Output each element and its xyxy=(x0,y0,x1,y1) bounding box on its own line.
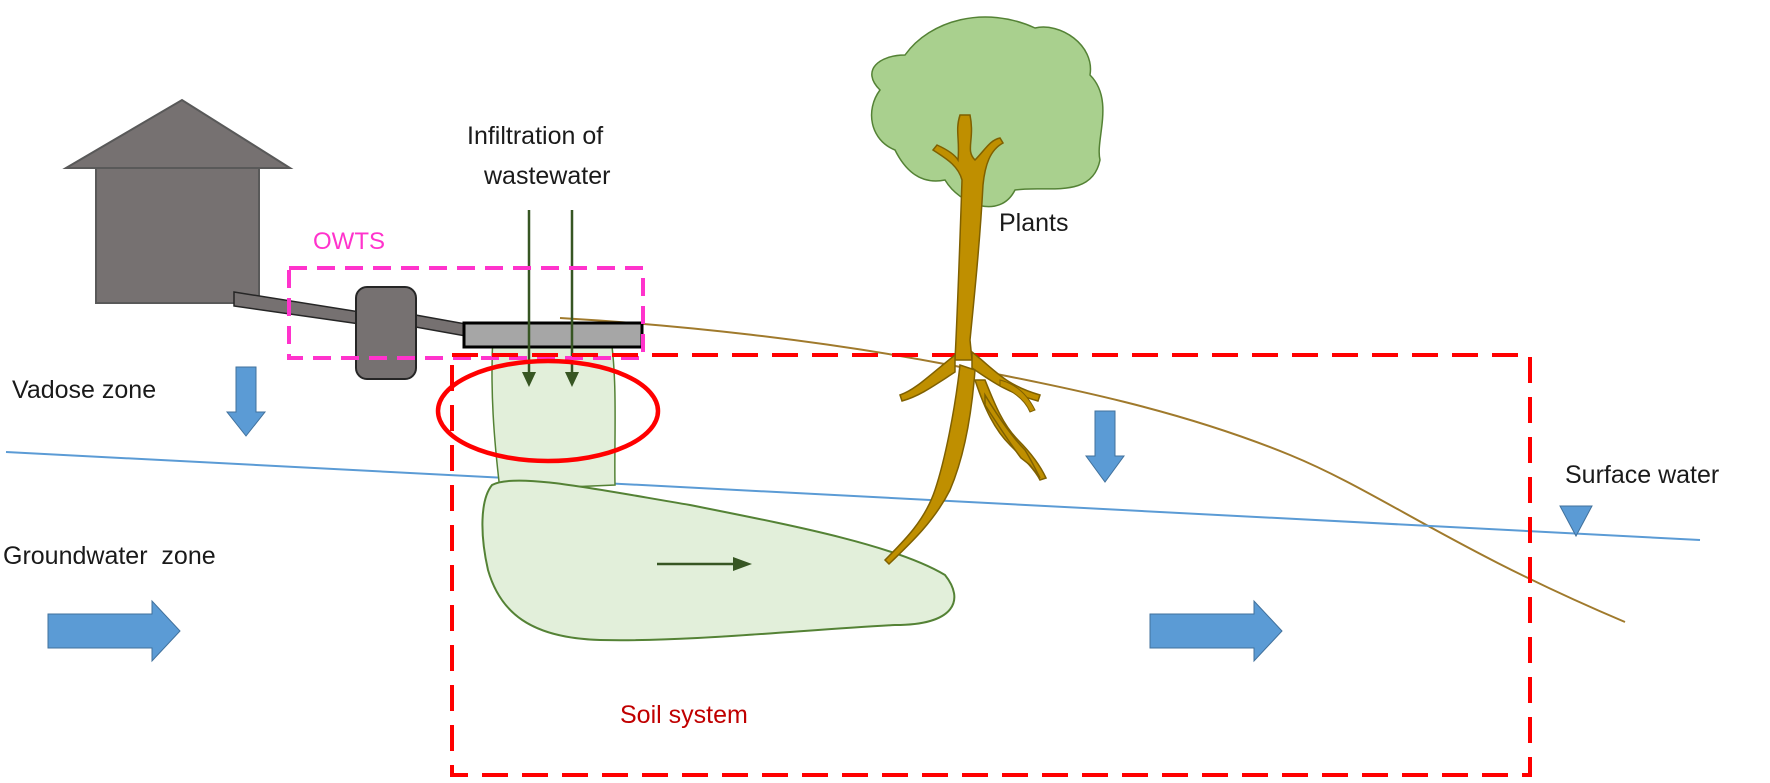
tree-canopy xyxy=(870,16,1104,208)
septic-tank xyxy=(355,286,417,380)
surface-water-marker-icon xyxy=(1559,505,1593,538)
vadose-down-arrow xyxy=(225,366,267,437)
groundwater-flow-arrow-right xyxy=(1149,599,1283,663)
contaminant-plume xyxy=(481,479,956,642)
soil-system-label: Soil system xyxy=(620,701,748,729)
vadose-down-arrow-right xyxy=(1085,410,1125,483)
soil-system-boundary-box xyxy=(450,353,1532,777)
vadose-zone-label: Vadose zone xyxy=(12,376,156,404)
plants-label: Plants xyxy=(999,209,1068,237)
infiltration-highlight-ellipse xyxy=(435,358,661,464)
plume-flow-arrow xyxy=(657,557,752,571)
tree-fine-root xyxy=(999,379,1036,413)
infiltration-arrows xyxy=(522,210,579,387)
groundwater-flow-arrow-left xyxy=(47,599,181,663)
tree-roots xyxy=(883,350,1048,566)
surface-water-label: Surface water xyxy=(1565,461,1719,489)
tree-trunk xyxy=(931,114,1005,361)
owts-label: OWTS xyxy=(313,228,385,255)
water-table-line xyxy=(5,451,1701,541)
infiltration-label-line1: Infiltration of xyxy=(467,122,603,150)
owts-boundary-box xyxy=(287,266,645,360)
drain-field xyxy=(462,321,644,349)
house-icon xyxy=(62,98,294,304)
sewer-pipe xyxy=(233,291,361,325)
groundwater-zone-label: Groundwater zone xyxy=(3,542,216,570)
infiltration-label-line2: wastewater xyxy=(483,162,610,190)
